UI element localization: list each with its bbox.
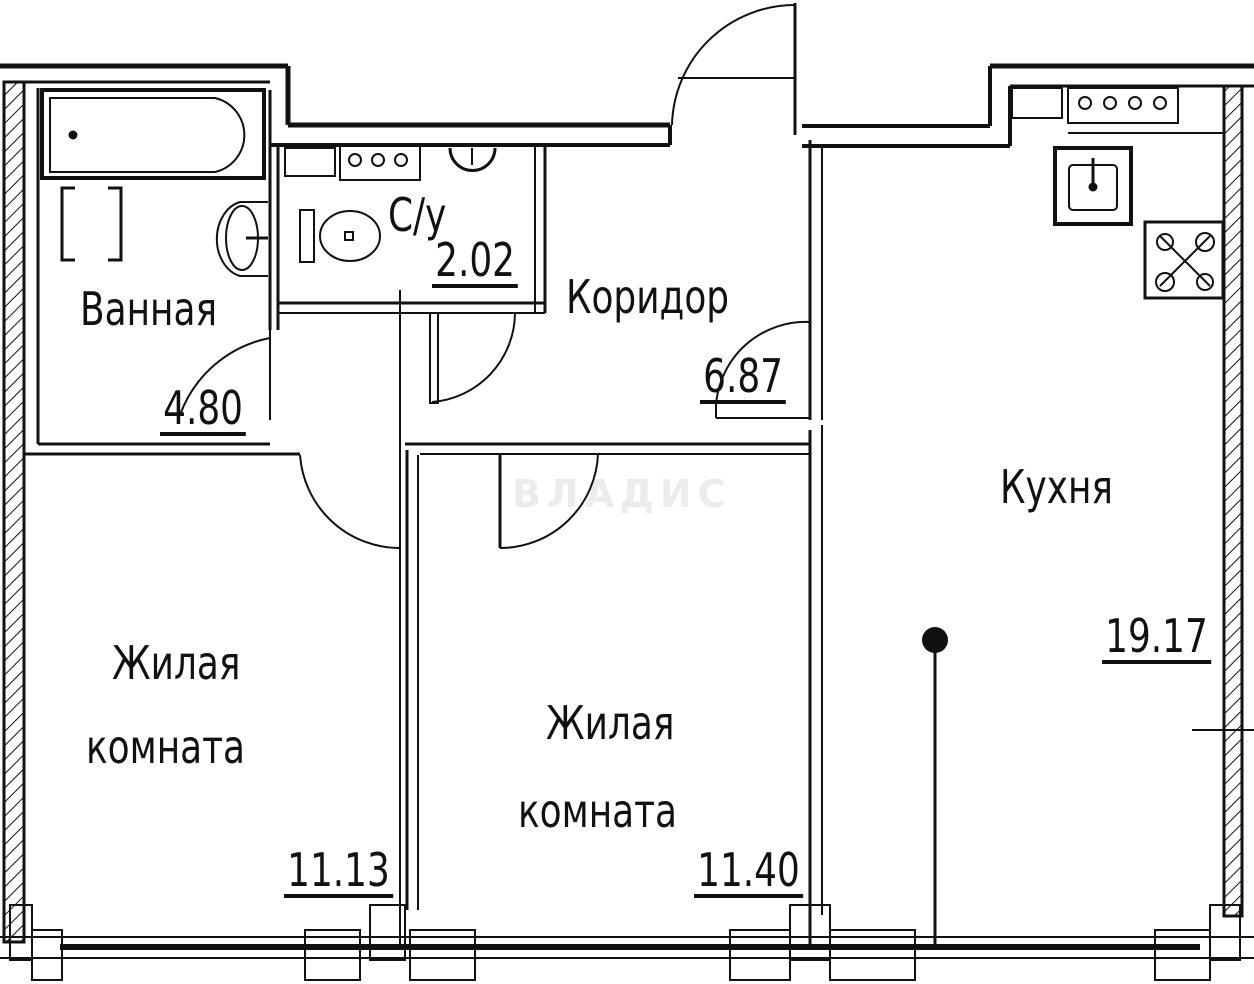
room-name-living-2-line1: Жилая	[546, 696, 675, 750]
room-area-bathroom: 4.80	[160, 384, 247, 436]
ventilation-shaft-icon	[284, 144, 497, 181]
exterior-wall-right	[1222, 84, 1244, 918]
entrance-door	[668, 3, 797, 145]
stove-icon	[1143, 220, 1225, 300]
room-name-living-2-line2: комната	[518, 784, 678, 838]
kitchen-sink-icon	[1053, 146, 1133, 226]
exterior-wall-bottom	[0, 936, 1254, 959]
room-name-bathroom: Ванная	[80, 282, 218, 336]
washing-machine-icon	[60, 186, 123, 262]
wc-walls	[278, 145, 547, 314]
kitchen-door	[715, 320, 811, 419]
kitchen-ventilation-icon	[1011, 87, 1224, 134]
room-area-living-2: 11.40	[694, 846, 803, 898]
room-area-kitchen: 19.17	[1102, 612, 1211, 664]
room-name-living-1-line1: Жилая	[112, 636, 241, 690]
room-name-corridor: Коридор	[566, 270, 730, 324]
washbasin-icon	[215, 201, 268, 277]
room-name-kitchen: Кухня	[1000, 460, 1113, 514]
wc-door	[429, 312, 516, 404]
exterior-wall-left	[2, 80, 26, 944]
living-rooms-top-walls	[405, 442, 810, 455]
utility-riser-icon	[922, 627, 948, 950]
bathroom-walls	[24, 88, 300, 456]
room-area-corridor: 6.87	[700, 352, 787, 404]
living-room-2-door	[498, 453, 599, 550]
toilet-icon	[299, 209, 381, 263]
living-room-1-door	[299, 454, 401, 550]
window-piers	[9, 904, 1241, 981]
watermark: ВЛАДИС	[512, 472, 732, 516]
exterior-wall-top-right	[802, 63, 1254, 148]
living-rooms-partition	[399, 290, 419, 950]
bathroom-door	[179, 330, 271, 420]
exterior-wall-top-left	[0, 63, 670, 147]
room-area-wc: 2.02	[432, 236, 519, 288]
kitchen-partition	[808, 140, 823, 945]
room-name-living-1-line2: комната	[86, 720, 246, 774]
room-name-wc: С/у	[388, 188, 447, 242]
room-area-living-1: 11.13	[284, 846, 393, 898]
bathtub-icon	[40, 88, 266, 180]
